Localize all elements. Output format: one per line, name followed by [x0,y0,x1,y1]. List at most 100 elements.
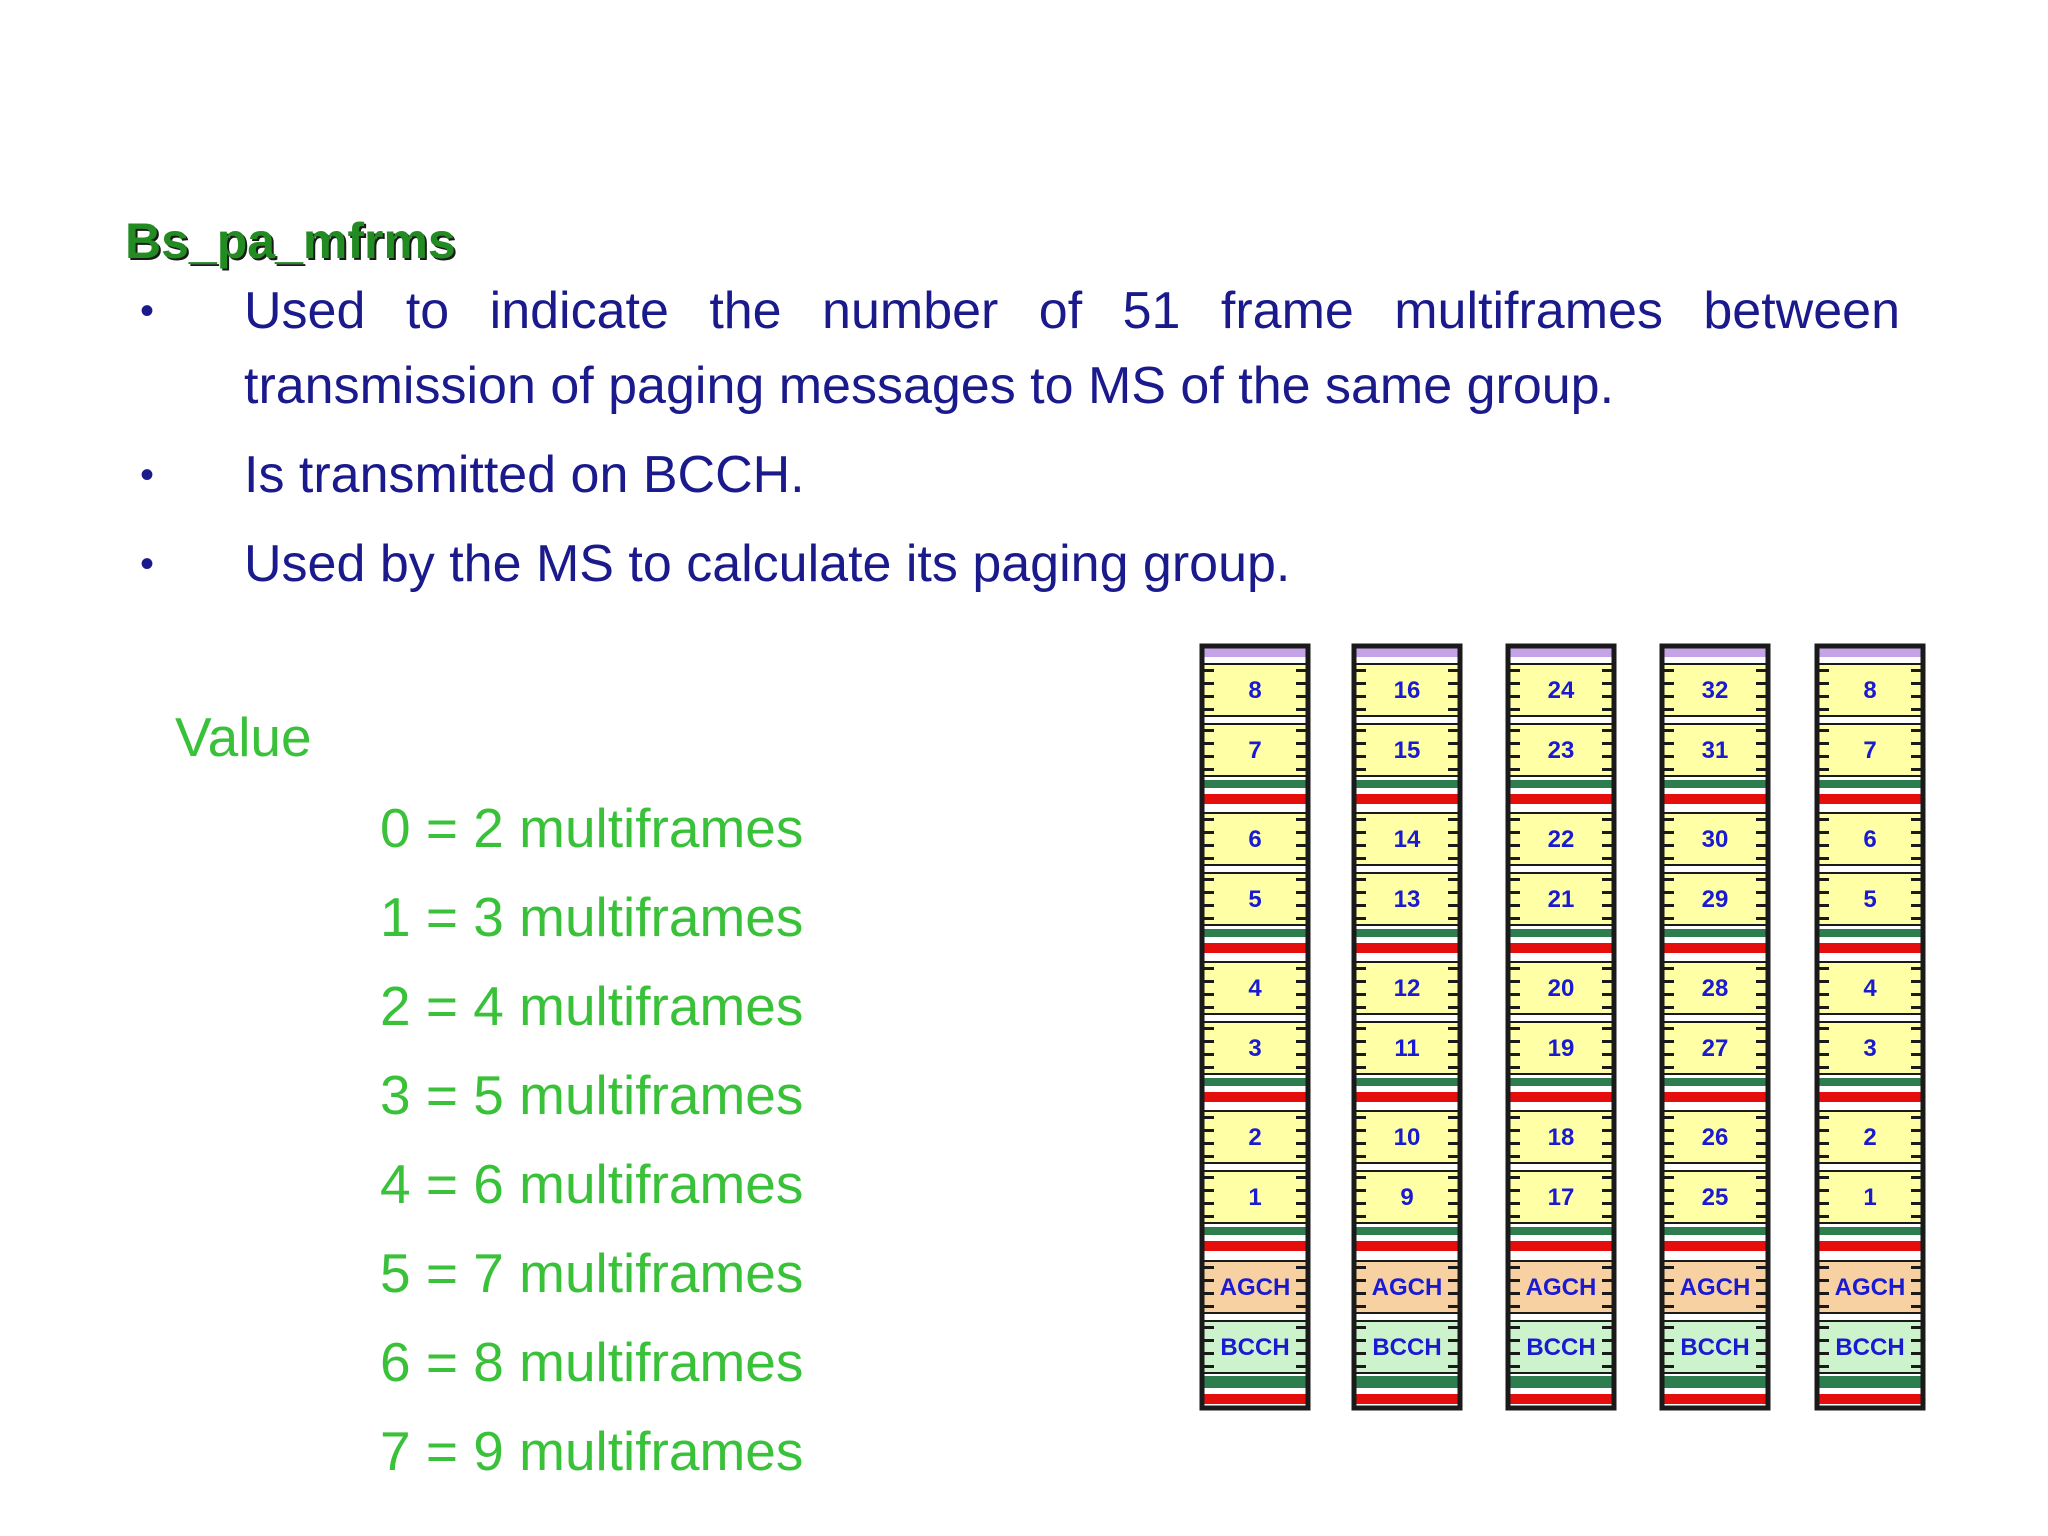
frame-tick [1602,1292,1612,1295]
frame-tick [1204,1176,1214,1179]
frame-tick [1510,708,1520,711]
frame-tick [1510,1215,1520,1218]
block-border [1204,1320,1306,1322]
block-border [1510,1372,1612,1374]
frame-tick [1356,682,1366,685]
bullet-text: Used by the MS to calculate its paging g… [244,535,1291,593]
frame-tick [1664,768,1674,771]
frame-tick [1448,917,1458,920]
frame-tick [1602,768,1612,771]
frame-tick [1819,1116,1829,1119]
frame-tick [1204,695,1214,698]
frame-tick [1510,818,1520,821]
channel-block [1664,1110,1766,1164]
frame-tick [1448,755,1458,758]
frame-tick [1819,695,1829,698]
frame-tick [1448,742,1458,745]
block-border [1204,1260,1306,1262]
frame-tick [1510,1006,1520,1009]
sch-frame [1204,1376,1306,1380]
frame-gap [1819,1088,1921,1092]
frame-tick [1756,831,1766,834]
frame-tick [1356,1339,1366,1342]
frame-tick [1911,755,1921,758]
frame-tick [1602,742,1612,745]
column-outline [1814,643,1926,1411]
channel-block [1819,1110,1921,1164]
frame-tick [1510,878,1520,881]
frame-tick [1296,729,1306,732]
frame-tick [1756,1215,1766,1218]
block-border [1204,924,1306,926]
frame-tick [1911,1365,1921,1368]
frame-label: 23 [1548,737,1575,764]
channel-block [1510,872,1612,926]
frame-tick [1448,1326,1458,1329]
sch-frame [1356,1078,1458,1086]
channel-block [1204,723,1306,777]
frame-tick [1756,755,1766,758]
block-border [1664,1013,1766,1015]
frame-tick [1911,1326,1921,1329]
frame-label: 21 [1548,886,1575,913]
frame-gap [1664,1390,1766,1394]
frame-tick [1664,1155,1674,1158]
frame-tick [1602,669,1612,672]
block-border [1356,1222,1458,1224]
frame-tick [1911,904,1921,907]
block-border [1510,1110,1612,1112]
block-border [1819,1372,1921,1374]
frame-tick [1756,1189,1766,1192]
block-border [1356,1372,1458,1374]
sch-frame [1819,1376,1921,1380]
frame-tick [1448,1305,1458,1308]
block-border [1664,715,1766,717]
frame-tick [1756,904,1766,907]
frame-tick [1756,729,1766,732]
channel-block [1204,1021,1306,1075]
channel-block [1356,1260,1458,1314]
bullet-text: Is transmitted on BCCH. [244,446,805,504]
frame-tick [1448,1292,1458,1295]
sch-frame [1819,1078,1921,1086]
channel-block [1664,872,1766,926]
channel-block [1664,1320,1766,1374]
frame-tick [1296,993,1306,996]
block-border [1356,924,1458,926]
block-border [1204,1222,1306,1224]
frame-tick [1448,818,1458,821]
frame-label: 1 [1248,1184,1261,1211]
value-item: 5 = 7 multiframes [380,1242,804,1304]
frame-tick [1819,891,1829,894]
frame-gap [1356,939,1458,943]
sch-frame [1204,1078,1306,1086]
fcch-frame [1356,1394,1458,1404]
frame-tick [1664,831,1674,834]
frame-tick [1296,1292,1306,1295]
frame-tick [1356,1279,1366,1282]
block-border [1356,961,1458,963]
sch-frame [1510,1380,1612,1388]
fcch-frame [1819,794,1921,804]
block-border [1356,812,1458,814]
frame-tick [1448,695,1458,698]
frame-label: 20 [1548,975,1575,1002]
frame-gap [1510,790,1612,794]
frame-tick [1510,1326,1520,1329]
frame-tick [1356,708,1366,711]
frame-label: 3 [1863,1035,1876,1062]
frame-tick [1664,904,1674,907]
frame-tick [1819,1215,1829,1218]
idle-frame [1510,648,1612,657]
block-border [1664,775,1766,777]
frame-tick [1602,844,1612,847]
channel-block [1510,1110,1612,1164]
fcch-frame [1510,794,1612,804]
frame-tick [1510,1352,1520,1355]
frame-tick [1664,818,1674,821]
frame-label: 2 [1863,1124,1876,1151]
frame-tick [1448,1352,1458,1355]
frame-tick [1819,1053,1829,1056]
frame-tick [1204,831,1214,834]
